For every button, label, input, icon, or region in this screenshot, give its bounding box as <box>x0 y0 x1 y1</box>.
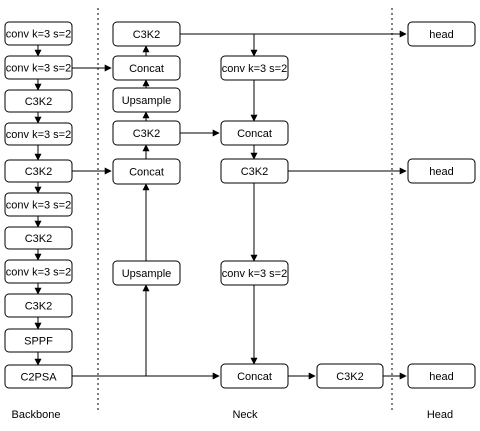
head-column: head head head <box>407 21 476 389</box>
neck-block-2: Concat <box>112 55 181 81</box>
neck-block-4: C3K2 <box>112 120 181 146</box>
neck-block-7: conv k=3 s=2 <box>220 55 289 81</box>
svg-text:Concat: Concat <box>237 371 272 383</box>
backbone-block-2: conv k=3 s=2 <box>4 55 73 80</box>
backbone-block-10: SPPF <box>4 328 73 353</box>
neck-block-6: Upsample <box>112 260 181 286</box>
neck-block-8: Concat <box>220 120 289 146</box>
neck-block-5: Concat <box>112 158 181 185</box>
svg-text:conv k=3 s=2: conv k=3 s=2 <box>6 63 71 75</box>
section-label-head: Head <box>427 409 453 421</box>
svg-text:conv k=3 s=2: conv k=3 s=2 <box>222 268 287 280</box>
svg-text:conv k=3 s=2: conv k=3 s=2 <box>222 63 287 75</box>
svg-text:head: head <box>429 166 453 178</box>
svg-text:C3K2: C3K2 <box>25 166 53 178</box>
neck-block-9: C3K2 <box>220 158 289 184</box>
svg-text:Concat: Concat <box>129 63 164 75</box>
backbone-block-6: conv k=3 s=2 <box>4 192 73 217</box>
backbone-column: conv k=3 s=2 conv k=3 s=2 C3K2 conv k=3 … <box>4 21 73 389</box>
backbone-block-7: C3K2 <box>4 226 73 250</box>
backbone-block-3: C3K2 <box>4 89 73 113</box>
neck-block-3: Upsample <box>112 87 181 113</box>
section-label-neck: Neck <box>232 409 258 421</box>
svg-text:conv k=3 s=2: conv k=3 s=2 <box>6 267 71 279</box>
backbone-block-4: conv k=3 s=2 <box>4 122 73 146</box>
backbone-block-1: conv k=3 s=2 <box>4 21 73 46</box>
svg-text:head: head <box>429 29 453 41</box>
connectors <box>34 30 407 380</box>
backbone-block-9: C3K2 <box>4 293 73 318</box>
svg-text:C3K2: C3K2 <box>25 301 53 313</box>
svg-text:C3K2: C3K2 <box>241 166 269 178</box>
head-block-1: head <box>407 21 476 47</box>
svg-text:Upsample: Upsample <box>122 95 172 107</box>
svg-text:C2PSA: C2PSA <box>20 372 57 384</box>
svg-text:C3K2: C3K2 <box>133 29 161 41</box>
svg-text:C3K2: C3K2 <box>336 371 364 383</box>
backbone-block-11: C2PSA <box>4 364 73 389</box>
section-label-backbone: Backbone <box>12 409 61 421</box>
svg-text:Concat: Concat <box>129 167 164 179</box>
svg-text:Upsample: Upsample <box>122 268 172 280</box>
svg-text:head: head <box>429 371 453 383</box>
svg-text:C3K2: C3K2 <box>25 233 53 245</box>
backbone-block-8: conv k=3 s=2 <box>4 259 73 284</box>
svg-text:C3K2: C3K2 <box>25 96 53 108</box>
backbone-block-5: C3K2 <box>4 159 73 183</box>
head-block-2: head <box>407 158 476 184</box>
neck-block-10: conv k=3 s=2 <box>220 260 289 286</box>
neck-block-11: Concat <box>220 363 289 389</box>
svg-text:conv k=3 s=2: conv k=3 s=2 <box>6 129 71 141</box>
neck-column: C3K2 Concat Upsample C3K2 Concat Upsampl… <box>112 21 384 389</box>
svg-text:conv k=3 s=2: conv k=3 s=2 <box>6 200 71 212</box>
svg-text:SPPF: SPPF <box>24 336 53 348</box>
svg-text:Concat: Concat <box>237 128 272 140</box>
neck-block-12: C3K2 <box>316 363 384 389</box>
svg-text:conv k=3 s=2: conv k=3 s=2 <box>6 29 71 41</box>
neck-block-1: C3K2 <box>112 21 181 47</box>
head-block-3: head <box>407 363 476 389</box>
svg-text:C3K2: C3K2 <box>133 128 161 140</box>
